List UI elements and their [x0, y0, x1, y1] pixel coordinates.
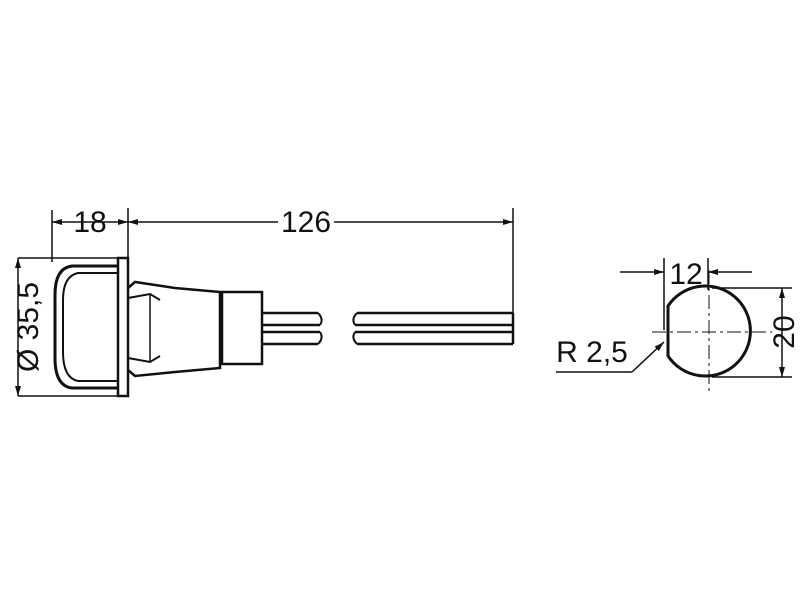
clip-housing — [127, 280, 222, 378]
dimension-cutout-width: 12 — [620, 258, 752, 330]
clip-tab-top — [127, 292, 161, 301]
socket — [220, 290, 264, 366]
bezel-plate — [116, 256, 130, 398]
lens-dome — [53, 264, 118, 390]
housing-width-label: 18 — [73, 206, 106, 239]
cable-break-left — [317, 312, 323, 345]
dimension-diameter: Ø 35,5 — [12, 257, 118, 397]
cable-break-right — [352, 312, 358, 345]
clip-tab-bottom — [127, 355, 161, 364]
dimension-housing-width: 18 — [51, 206, 129, 262]
dimension-cutout-height: 20 — [712, 287, 800, 378]
radius-callout: R 2,5 — [556, 336, 665, 373]
cutout-width-label: 12 — [669, 258, 702, 291]
cable-near — [262, 311, 320, 346]
lens-inner-outline — [62, 272, 118, 382]
cutout-view — [652, 270, 772, 392]
diameter-label: Ø 35,5 — [12, 282, 45, 372]
cutout-height-label: 20 — [768, 315, 800, 348]
lamp-side-view — [53, 256, 515, 398]
cable-far — [355, 311, 513, 346]
dimension-cable-length: 126 — [128, 206, 514, 313]
cutout-outline — [666, 284, 752, 378]
corner-radius-label: R 2,5 — [556, 336, 628, 369]
cable-length-label: 126 — [281, 206, 331, 239]
